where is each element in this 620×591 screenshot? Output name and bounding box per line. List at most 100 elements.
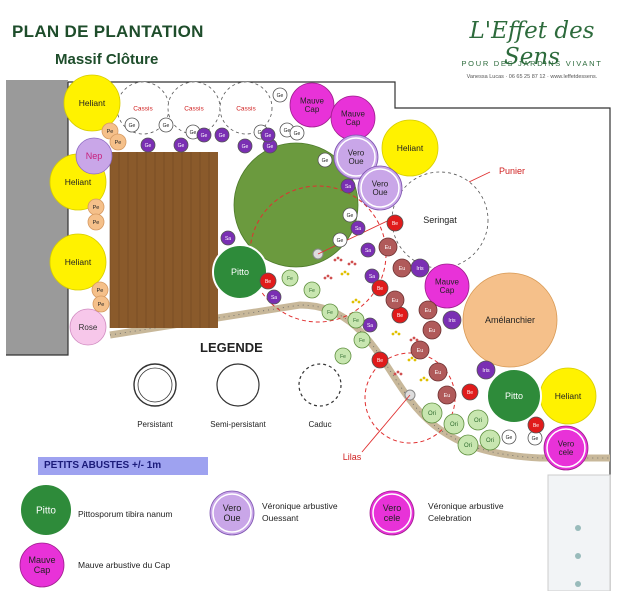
pe-5-label: Pe: [98, 302, 105, 308]
iris-0: Iris: [410, 258, 430, 278]
cassis-0-label: Cassis: [133, 105, 153, 112]
ge-9-label: Ge: [337, 238, 344, 244]
nep-label: Nep: [86, 151, 103, 161]
be-6-label: Be: [533, 423, 539, 429]
ori-2-label: Ori: [474, 418, 482, 424]
rose: Rose: [69, 308, 107, 346]
pe-5: Pe: [92, 295, 110, 313]
eu-1: Eu: [392, 258, 412, 278]
eu-7: Eu: [437, 385, 457, 405]
eu-3-label: Eu: [425, 308, 432, 314]
eu-0: Eu: [378, 237, 398, 257]
ori-0: Ori: [421, 402, 443, 424]
pitto-1: Pitto: [486, 368, 542, 424]
eu-6: Eu: [428, 362, 448, 382]
be-3-label: Be: [397, 313, 403, 319]
page-title: PLAN DE PLANTATION: [12, 22, 204, 41]
fe-5: Fe: [334, 347, 352, 365]
nep: Nep: [75, 137, 113, 175]
be-4-label: Be: [377, 358, 383, 364]
ge-8-label: Ge: [347, 213, 354, 219]
cassis-2-label: Cassis: [236, 105, 256, 112]
ori-0-label: Ori: [428, 411, 436, 417]
ori-3: Ori: [479, 429, 501, 451]
fe-4: Fe: [353, 331, 371, 349]
ori-4: Ori: [457, 434, 479, 456]
be-5-label: Be: [467, 390, 473, 396]
be-2-label: Be: [377, 286, 383, 292]
swatch-pitto-label: Pitto: [36, 506, 56, 517]
ge-6: Ge: [289, 125, 305, 141]
brand-tagline: POUR DES JARDINS VIVANT: [461, 59, 603, 68]
be-0: Be: [386, 214, 404, 232]
ge-2-label: Ge: [242, 144, 249, 150]
sa-6-label: Sa: [367, 323, 373, 329]
sa-6: Sa: [362, 317, 378, 333]
cassis-1-label: Cassis: [184, 105, 204, 112]
ge-1: Ge: [173, 137, 189, 153]
pe-3-label: Pe: [93, 220, 100, 226]
fe-2-label: Fe: [327, 310, 333, 316]
flower-clump: [323, 274, 333, 280]
sa-2-label: Sa: [345, 184, 351, 190]
ge-5-label: Ge: [129, 123, 136, 129]
pe-1: Pe: [109, 133, 127, 151]
flower-clump: [391, 330, 401, 336]
ge-11-label: Ge: [532, 436, 539, 442]
pe-3: Pe: [87, 213, 105, 231]
fe-0: Fe: [281, 269, 299, 287]
ge-10: Ge: [501, 429, 517, 445]
lawn-circle: [233, 142, 359, 268]
legend-persistant-label: Persistant: [137, 420, 173, 429]
desc-veronique-celebration: Véronique arbustive Celebration: [428, 501, 504, 523]
ge-2: Ge: [237, 138, 253, 154]
eu-1-label: Eu: [399, 266, 406, 272]
sa-3-label: Sa: [355, 226, 361, 232]
legend-caduc-label: Caduc: [308, 420, 332, 429]
fe-1-label: Fe: [309, 288, 315, 294]
flower-clump: [333, 256, 343, 262]
punier-label: Punier: [499, 166, 525, 176]
iris-2: Iris: [476, 360, 496, 380]
fe-3-label: Fe: [353, 318, 359, 324]
sa-0-label: Sa: [225, 236, 231, 242]
be-1-label: Be: [265, 279, 271, 285]
ge-6: Ge: [196, 127, 212, 143]
ori-1: Ori: [443, 413, 465, 435]
brand-contact: Vanessa Lucas · 06 65 25 87 12 · www.lef…: [466, 74, 598, 80]
eu-5: Eu: [410, 340, 430, 360]
ge-9: Ge: [332, 232, 348, 248]
stepping-stone: [575, 553, 581, 559]
swatch-pitto: Pitto: [19, 483, 73, 537]
legend-semi-persistant-circle: [216, 363, 260, 407]
ge-3-label: Ge: [267, 144, 274, 150]
pe-0-label: Pe: [107, 129, 114, 135]
flower-clump: [340, 270, 350, 276]
eu-0-label: Eu: [385, 245, 392, 251]
fe-3: Fe: [347, 311, 365, 329]
sa-4: Sa: [360, 242, 376, 258]
pe-2: Pe: [87, 198, 105, 216]
section-title: PETITS ABUSTES +/- 1m: [38, 457, 208, 475]
sa-5-label: Sa: [369, 274, 375, 280]
lilas-pointer: [361, 394, 411, 453]
ori-1-label: Ori: [450, 422, 458, 428]
sa-3: Sa: [350, 220, 366, 236]
ori-4-label: Ori: [464, 443, 472, 449]
ge-4: Ge: [260, 127, 276, 143]
iris-2-label: Iris: [482, 368, 490, 374]
stepping-stone: [575, 581, 581, 587]
heliant-2-label: Heliant: [65, 257, 92, 267]
sa-1-label: Sa: [271, 295, 277, 301]
cassis-2: Cassis: [219, 81, 273, 135]
ori-2: Ori: [467, 409, 489, 431]
iris-1: Iris: [442, 310, 462, 330]
be-3: Be: [391, 306, 409, 324]
ge-4-label: Ge: [265, 133, 272, 139]
